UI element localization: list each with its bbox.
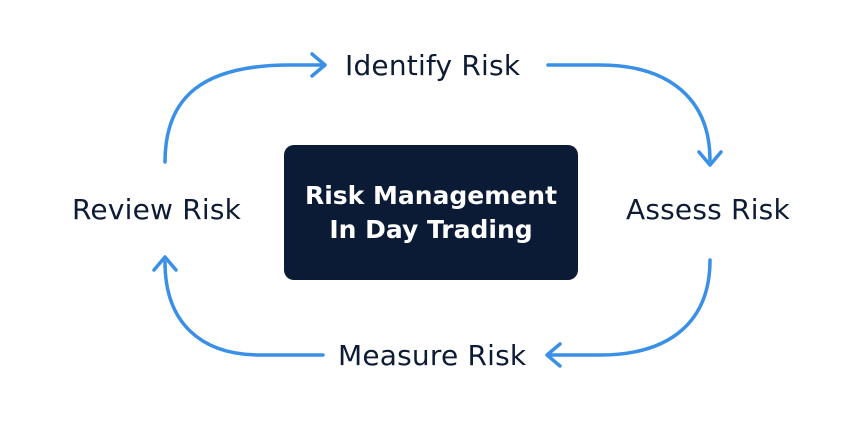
step-review-risk: Review Risk <box>72 193 242 226</box>
step-identify-risk: Identify Risk <box>345 49 521 82</box>
arrow-assess-to-measure <box>548 258 712 357</box>
arrow-measure-to-review <box>163 260 325 357</box>
step-assess-risk: Assess Risk <box>626 193 790 226</box>
arrow-head-review-icon <box>152 255 178 272</box>
arrow-head-assess-icon <box>697 150 723 167</box>
center-title-line-2: In Day Trading <box>329 214 533 244</box>
arrow-identify-to-assess <box>546 63 712 162</box>
step-measure-risk: Measure Risk <box>338 339 527 372</box>
arrow-head-identify-icon <box>310 52 327 78</box>
arrow-head-measure-icon <box>545 342 562 368</box>
center-title-box: Risk Management In Day Trading <box>284 145 578 280</box>
center-title-line-1: Risk Management <box>304 180 558 210</box>
arrow-review-to-identify <box>163 63 324 164</box>
